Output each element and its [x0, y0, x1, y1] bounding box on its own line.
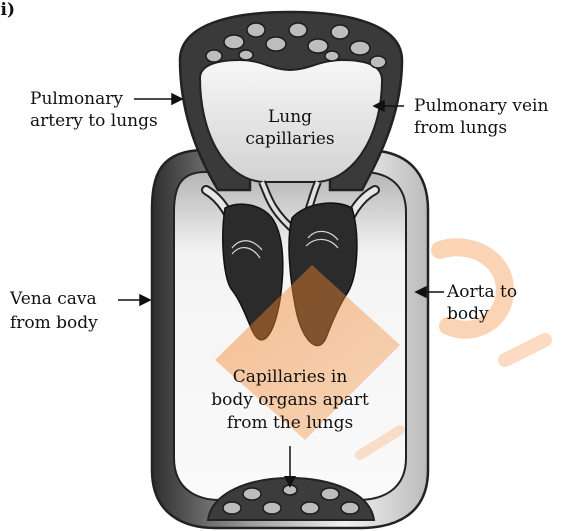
label-body-capillaries-line1: Capillaries in [190, 366, 390, 388]
label-lung-capillaries-line1: Lung [230, 106, 350, 128]
label-pulmonary-vein-line1: Pulmonary vein [414, 95, 548, 117]
label-vena-cava-line1: Vena cava [10, 288, 97, 310]
label-pulmonary-vein-line2: from lungs [414, 117, 507, 139]
label-aorta-line2: body [447, 303, 489, 325]
label-aorta-line1: Aorta to [447, 281, 517, 303]
figure-label: (ii) [0, 0, 15, 20]
label-lung-capillaries-line2: capillaries [230, 128, 350, 150]
label-vena-cava-line2: from body [10, 312, 98, 334]
label-body-capillaries-line3: from the lungs [190, 412, 390, 434]
label-body-capillaries-line2: body organs apart [190, 389, 390, 411]
label-pulmonary-artery-line1: Pulmonary [30, 88, 123, 110]
label-pulmonary-artery-line2: artery to lungs [30, 110, 158, 132]
